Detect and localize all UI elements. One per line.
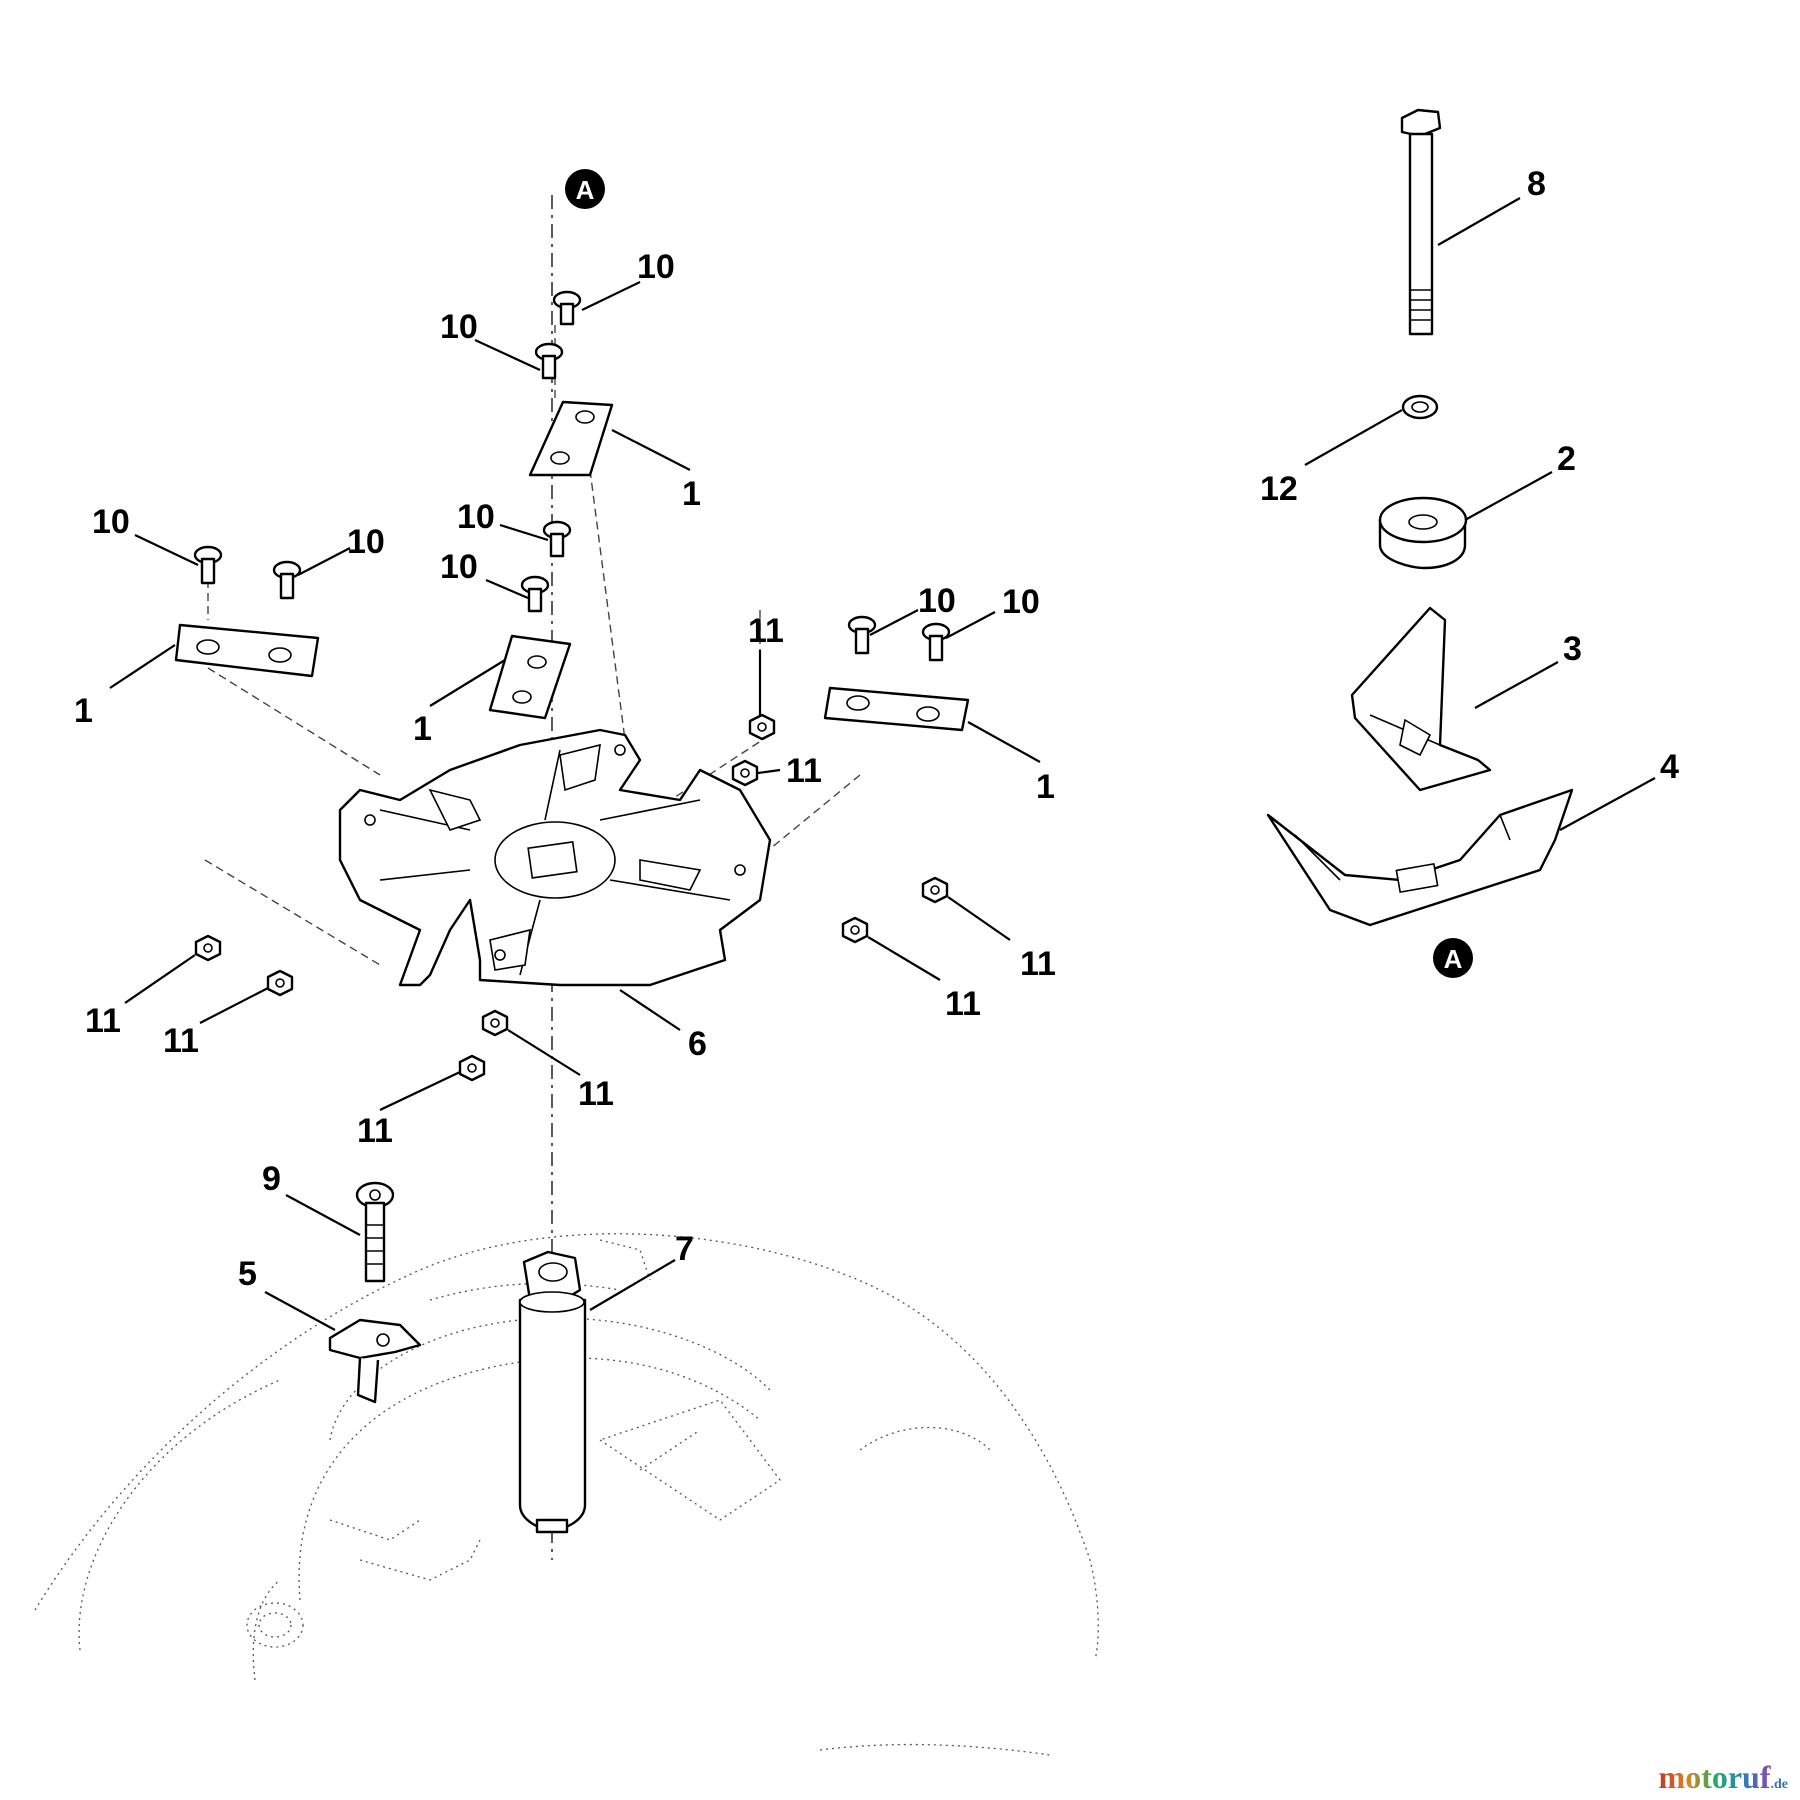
reference-marker-bottom: A [1433,938,1473,978]
callout-10: 10 [1002,583,1040,621]
callout-3: 3 [1563,630,1582,668]
callout-11: 11 [748,612,784,650]
nuts-part-11 [194,713,949,1082]
callout-1: 1 [1036,768,1055,806]
plate-part-1-center [488,634,572,720]
watermark-brand: motoruf [1658,1759,1771,1795]
callout-4: 4 [1660,748,1679,786]
callout-10: 10 [918,582,956,620]
callout-10: 10 [637,248,675,286]
callout-10: 10 [440,308,478,346]
callout-10: 10 [440,548,478,586]
callout-2: 2 [1557,440,1576,478]
callout-10: 10 [457,498,495,536]
plate-part-1-top [528,400,614,477]
plate-part-1-left [174,623,320,678]
callout-9: 9 [262,1160,281,1198]
callout-11: 11 [1020,945,1056,983]
callout-labels: 10 10 1 10 10 10 10 1 1 11 10 10 11 1 11… [74,165,1679,1293]
callout-8: 8 [1527,165,1546,203]
blade-carrier-disc [338,728,772,987]
callout-1: 1 [682,475,701,513]
callout-5: 5 [238,1255,257,1293]
callout-12: 12 [1260,470,1298,508]
mower-housing-outline [34,1233,1099,1756]
callout-6: 6 [688,1025,707,1063]
callout-1: 1 [413,710,432,748]
reference-marker-top: A [565,169,605,209]
spacer-part-2 [1378,496,1468,570]
leader-lines [109,197,1656,1331]
callout-10: 10 [92,503,130,541]
callout-7: 7 [675,1230,694,1268]
callout-11: 11 [945,985,981,1023]
long-bolt-part-8 [1400,108,1442,336]
callout-11: 11 [163,1022,199,1060]
bracket-part-5 [328,1318,422,1404]
plate-part-1-right [823,686,970,732]
callout-11: 11 [578,1075,614,1113]
blade-part-4 [1266,788,1574,927]
svg-text:A: A [1444,944,1463,974]
watermark-logo: motoruf.de [1659,1759,1788,1796]
blade-piece-part-3 [1350,606,1492,792]
svg-text:A: A [576,175,595,205]
callout-11: 11 [85,1002,121,1040]
washer-part-12 [1401,394,1439,420]
screws-part-10 [193,290,951,662]
callout-1: 1 [74,692,93,730]
callout-11: 11 [786,752,822,790]
shaft-part-7 [518,1250,587,1534]
bolt-part-9 [355,1181,395,1283]
callout-11: 11 [357,1112,393,1150]
watermark-tld: .de [1770,1777,1789,1792]
callout-10: 10 [347,523,385,561]
